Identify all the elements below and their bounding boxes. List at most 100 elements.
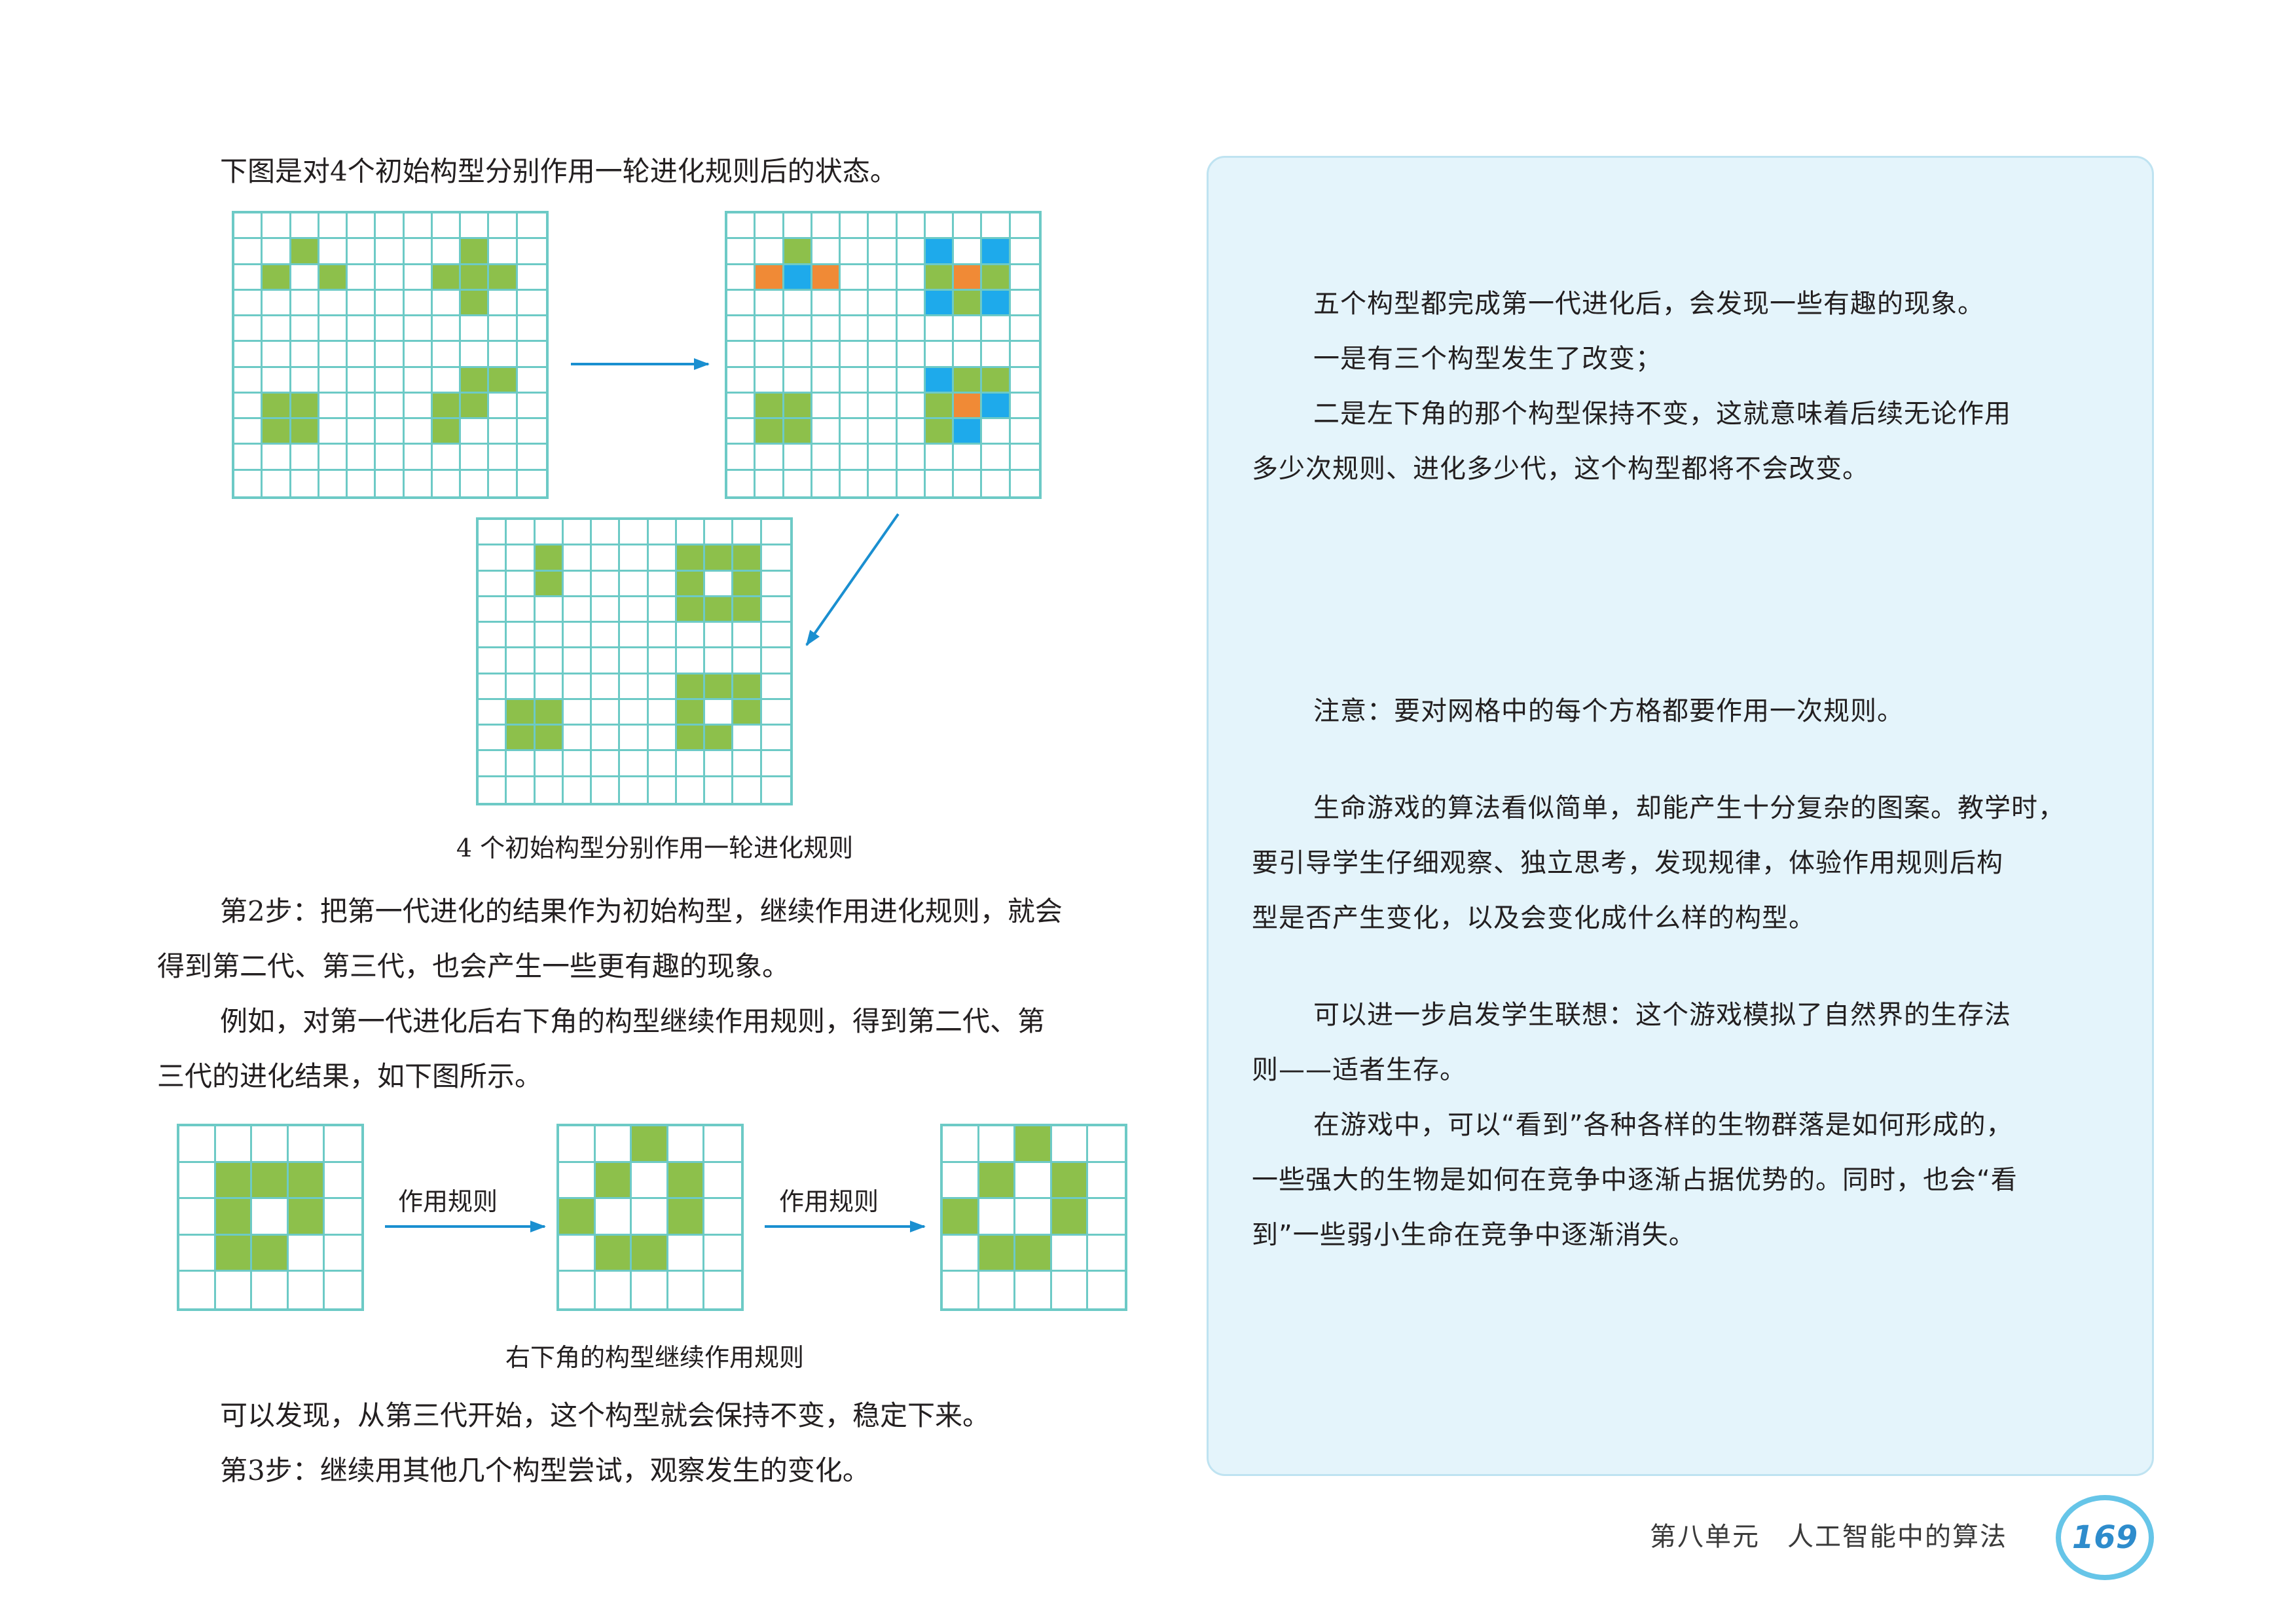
grid-cell-empty xyxy=(705,751,734,777)
grid-cell-live xyxy=(1015,1126,1052,1163)
grid-cell-empty xyxy=(404,265,433,291)
grid-cell-live xyxy=(489,265,518,291)
grid-cell-live xyxy=(432,419,462,445)
note-line-13: 到”一些弱小生命在竞争中逐渐消失。 xyxy=(1252,1220,1696,1250)
grid-cell-empty xyxy=(727,470,756,496)
grid-cell-empty xyxy=(507,648,536,674)
grid-cell-empty xyxy=(869,367,898,394)
grid-cell-empty xyxy=(517,445,546,471)
grid-cell-empty xyxy=(479,777,507,803)
grid-cell-empty xyxy=(620,520,649,546)
grid-cell-empty xyxy=(705,571,734,597)
step2-line2: 得到第二代、第三代，也会产生一些更有趣的现象。 xyxy=(157,950,790,982)
grid-cell-empty xyxy=(784,445,812,471)
grid-cell-live xyxy=(461,265,490,291)
grid-cell-live xyxy=(252,1235,289,1272)
grid-cell-empty xyxy=(234,445,263,471)
grid-cell-empty xyxy=(676,520,706,546)
grid-cell-empty xyxy=(1015,1162,1052,1200)
grid-cell-empty xyxy=(727,419,756,445)
grid-cell-empty xyxy=(517,470,546,496)
grid-cell-empty xyxy=(252,1126,289,1163)
grid-cell-empty xyxy=(291,470,319,496)
grid-cell-empty xyxy=(432,239,462,265)
grid-cell-empty xyxy=(841,239,869,265)
grid-cell-empty xyxy=(668,1235,705,1272)
grid-cell-empty xyxy=(727,239,756,265)
grid-cell-empty xyxy=(263,290,291,317)
grid-cell-empty xyxy=(812,470,841,496)
grid-cell-empty xyxy=(479,751,507,777)
grid-cell-empty xyxy=(1088,1235,1125,1272)
grid-cell-empty xyxy=(620,777,649,803)
grid-cell-empty xyxy=(1015,1272,1052,1308)
grid-cell-empty xyxy=(761,777,790,803)
grid-cell-empty xyxy=(761,520,790,546)
grid-cell-live xyxy=(595,1235,632,1272)
grid-cell-empty xyxy=(563,699,592,726)
grid-cell-empty xyxy=(592,520,621,546)
grid-cell-empty xyxy=(404,393,433,420)
grid-cell-live xyxy=(979,1162,1016,1200)
grid-cell-live xyxy=(668,1199,705,1236)
grid-cell-empty xyxy=(432,290,462,317)
grid-cell-live xyxy=(982,367,1011,394)
grid-cell-empty xyxy=(784,316,812,342)
grid-cell-live xyxy=(733,571,762,597)
grid-cell-empty xyxy=(812,316,841,342)
grid-cell-empty xyxy=(376,316,405,342)
grid-cell-empty xyxy=(234,265,263,291)
grid-cell-empty xyxy=(1010,239,1039,265)
grid-cell-empty xyxy=(812,445,841,471)
grid-cell-empty xyxy=(348,239,376,265)
grid-cell-birth xyxy=(756,265,784,291)
grid-cell-empty xyxy=(648,777,677,803)
grid-cell-empty xyxy=(291,367,319,394)
grid-cell-empty xyxy=(319,419,348,445)
grid-cell-live xyxy=(507,726,536,752)
grid-cell-death xyxy=(784,265,812,291)
grid-cell-empty xyxy=(348,393,376,420)
grid-cell-empty xyxy=(479,648,507,674)
grid-cell-empty xyxy=(517,342,546,368)
grid-cell-empty xyxy=(535,777,564,803)
grid-cell-empty xyxy=(348,419,376,445)
grid-cell-empty xyxy=(489,213,518,240)
grid-cell-live xyxy=(756,419,784,445)
grid-cell-empty xyxy=(595,1126,632,1163)
grid-cell-empty xyxy=(348,470,376,496)
grid-cell-empty xyxy=(676,623,706,649)
grid-cell-empty xyxy=(319,393,348,420)
note-line-1: 五个构型都完成第一代进化后，会发现一些有趣的现象。 xyxy=(1313,289,1984,319)
grid-cell-live xyxy=(263,393,291,420)
grid-cell-empty xyxy=(727,445,756,471)
grid-cell-empty xyxy=(489,316,518,342)
grid-cell-empty xyxy=(404,342,433,368)
grid-cell-live xyxy=(668,1162,705,1200)
grid-cell-empty xyxy=(376,290,405,317)
grid-cell-empty xyxy=(869,290,898,317)
grid-cell-empty xyxy=(479,571,507,597)
grid-cell-empty xyxy=(489,342,518,368)
grid-cell-death xyxy=(954,419,983,445)
step3-text: 第3步：继续用其他几个构型尝试，观察发生的变化。 xyxy=(220,1454,870,1486)
grid-cell-empty xyxy=(1051,1235,1089,1272)
grid-cell-empty xyxy=(507,777,536,803)
grid-cell-empty xyxy=(535,751,564,777)
grid-cell-empty xyxy=(535,520,564,546)
grid-cell-empty xyxy=(404,470,433,496)
grid-cell-empty xyxy=(761,674,790,700)
grid-cell-empty xyxy=(592,623,621,649)
grid-cell-empty xyxy=(263,342,291,368)
grid-cell-empty xyxy=(348,265,376,291)
grid-cell-live xyxy=(252,1162,289,1200)
grid-cell-empty xyxy=(489,239,518,265)
arrow-transition-to-gen1 xyxy=(805,513,900,646)
note-line-12: 一些强大的生物是如何在竞争中逐渐占据优势的。同时，也会“看 xyxy=(1252,1165,2018,1195)
grid-cell-empty xyxy=(461,213,490,240)
grid-cell-empty xyxy=(592,545,621,572)
grid-cell-empty xyxy=(704,1272,741,1308)
grid-cell-empty xyxy=(592,597,621,623)
grid-cell-empty xyxy=(348,290,376,317)
grid-cell-live xyxy=(676,597,706,623)
